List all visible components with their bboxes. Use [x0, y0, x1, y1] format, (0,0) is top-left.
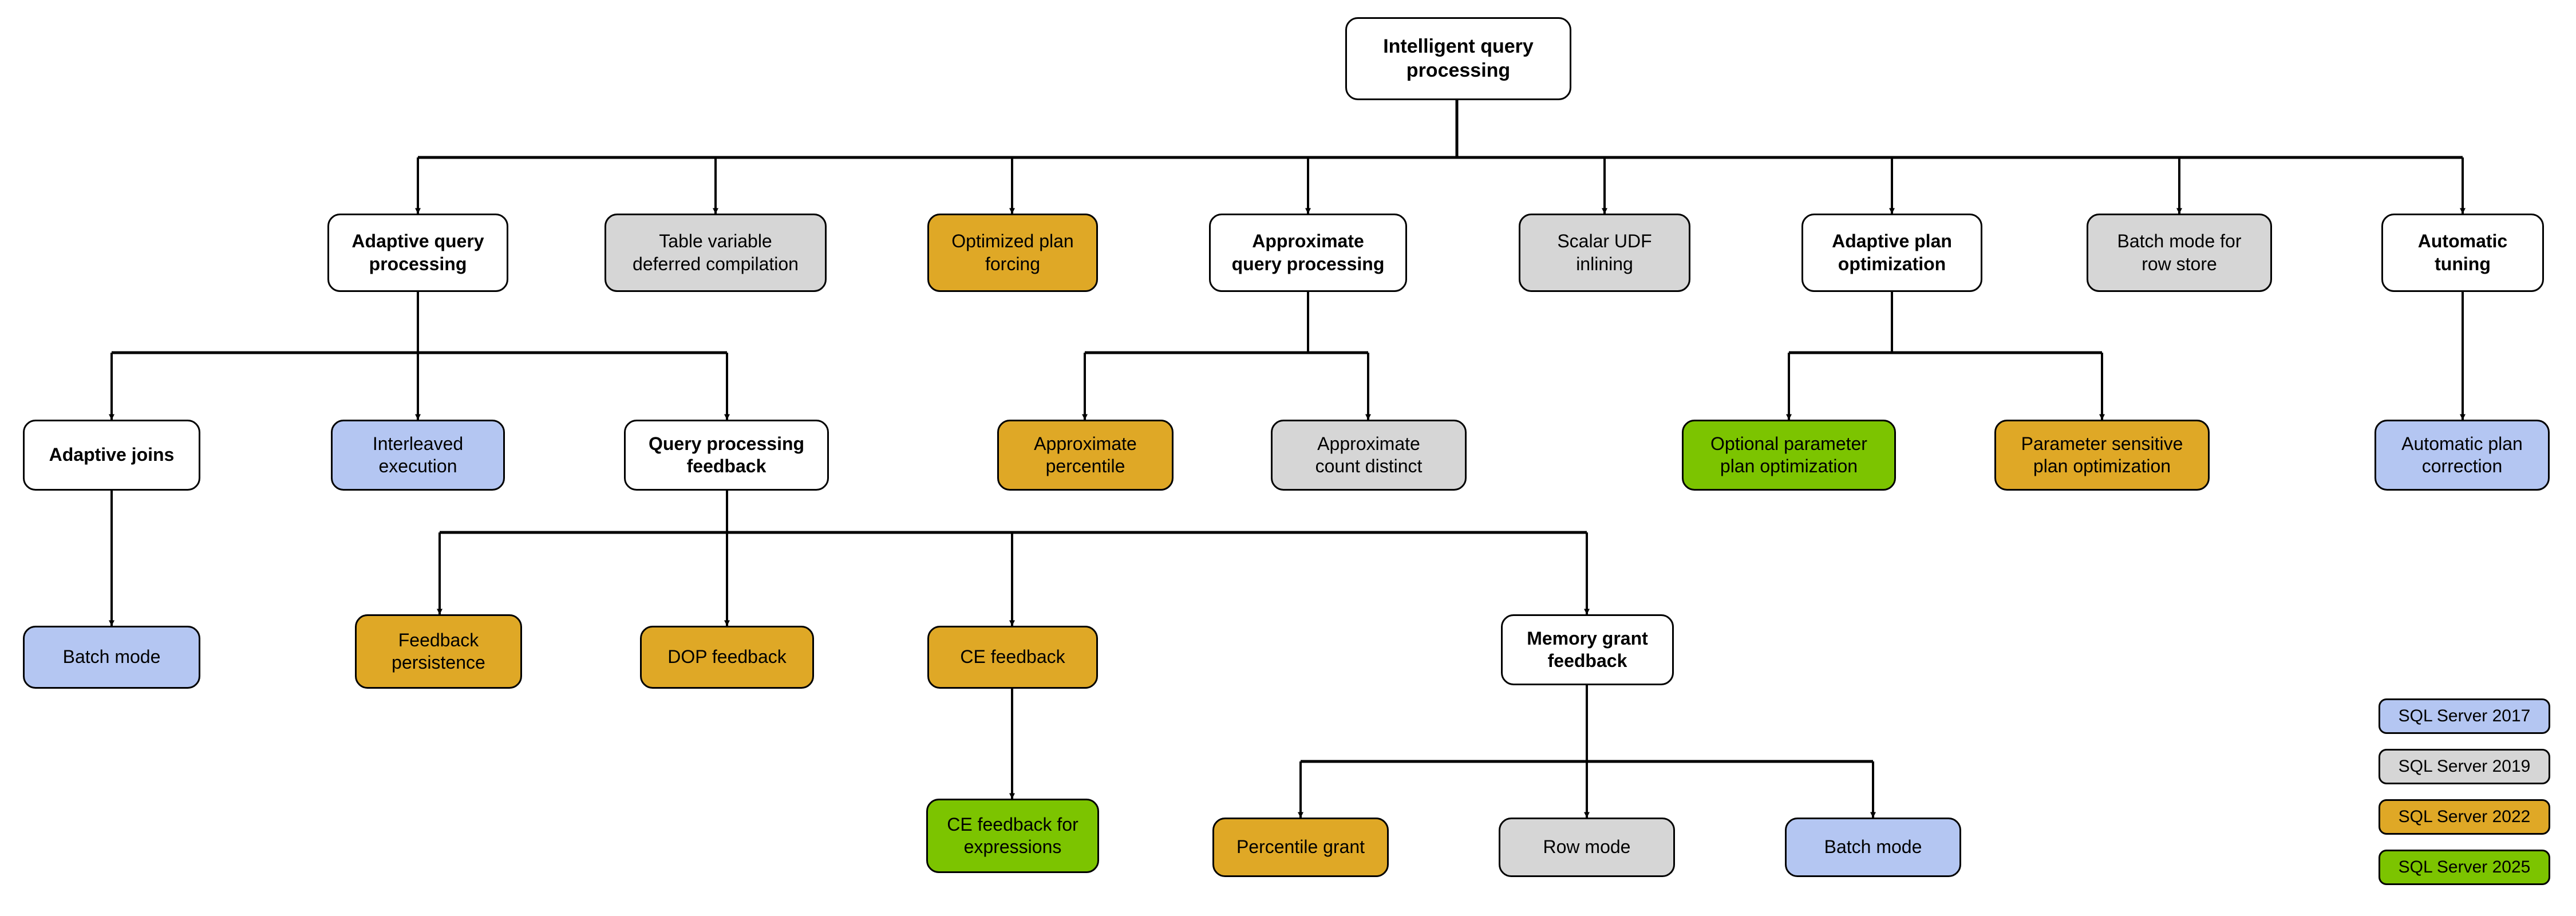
node-interleaved-execution[interactable]: Interleaved execution	[331, 420, 505, 491]
node-adaptive-query-processing[interactable]: Adaptive query processing	[327, 214, 508, 292]
node-approximate-count-distinct[interactable]: Approximate count distinct	[1271, 420, 1467, 491]
node-ce-feedback-for-expressions[interactable]: CE feedback for expressions	[926, 799, 1099, 873]
node-approximate-query-processing[interactable]: Approximate query processing	[1209, 214, 1407, 292]
node-label: Optional parameter plan optimization	[1710, 433, 1867, 476]
legend-item-sql-server-2017[interactable]: SQL Server 2017	[2379, 698, 2550, 734]
node-table-variable-deferred-compilation[interactable]: Table variable deferred compilation	[605, 214, 827, 292]
legend-label: SQL Server 2025	[2398, 858, 2531, 876]
node-label: Memory grant feedback	[1527, 627, 1648, 671]
node-label: Approximate count distinct	[1315, 433, 1423, 476]
node-intelligent-query-processing[interactable]: Intelligent query processing	[1345, 17, 1571, 100]
node-label: Percentile grant	[1236, 836, 1365, 858]
node-memory-grant-feedback[interactable]: Memory grant feedback	[1501, 614, 1674, 685]
node-label: Approximate query processing	[1231, 231, 1385, 274]
node-automatic-plan-correction[interactable]: Automatic plan correction	[2374, 420, 2550, 491]
node-label: Batch mode	[62, 646, 161, 668]
node-label: Feedback persistence	[392, 629, 485, 673]
node-ce-feedback[interactable]: CE feedback	[927, 626, 1098, 689]
node-automatic-tuning[interactable]: Automatic tuning	[2381, 214, 2544, 292]
node-query-processing-feedback[interactable]: Query processing feedback	[624, 420, 829, 491]
node-label: CE feedback	[960, 646, 1065, 668]
legend-label: SQL Server 2017	[2398, 706, 2531, 725]
legend-item-sql-server-2022[interactable]: SQL Server 2022	[2379, 799, 2550, 835]
node-optional-parameter-plan-optimization[interactable]: Optional parameter plan optimization	[1682, 420, 1896, 491]
node-label: Automatic tuning	[2417, 231, 2508, 274]
node-label: Adaptive plan optimization	[1832, 231, 1952, 274]
node-batch-mode-for-row-store[interactable]: Batch mode for row store	[2087, 214, 2272, 292]
node-label: Interleaved execution	[372, 433, 464, 476]
node-approximate-percentile[interactable]: Approximate percentile	[997, 420, 1174, 491]
legend-item-sql-server-2025[interactable]: SQL Server 2025	[2379, 850, 2550, 885]
node-label: Adaptive query processing	[351, 231, 484, 274]
node-feedback-persistence[interactable]: Feedback persistence	[355, 614, 522, 689]
legend-label: SQL Server 2022	[2398, 807, 2531, 826]
node-label: Optimized plan forcing	[951, 231, 1074, 274]
node-label: Adaptive joins	[49, 444, 175, 465]
node-adaptive-joins[interactable]: Adaptive joins	[23, 420, 200, 491]
node-label: Intelligent query processing	[1383, 35, 1534, 81]
node-label: Table variable deferred compilation	[633, 231, 799, 274]
node-label: Batch mode for row store	[2117, 231, 2242, 274]
node-label: Query processing feedback	[648, 433, 805, 476]
legend-item-sql-server-2019[interactable]: SQL Server 2019	[2379, 749, 2550, 784]
legend-label: SQL Server 2019	[2398, 757, 2531, 776]
node-label: Scalar UDF inlining	[1557, 231, 1652, 274]
node-optimized-plan-forcing[interactable]: Optimized plan forcing	[927, 214, 1098, 292]
node-label: Row mode	[1543, 836, 1631, 858]
node-label: Approximate percentile	[1034, 433, 1137, 476]
node-label: DOP feedback	[667, 646, 787, 668]
node-batch-mode-adaptive-joins[interactable]: Batch mode	[23, 626, 200, 689]
node-batch-mode-memory-grant[interactable]: Batch mode	[1785, 818, 1961, 877]
node-label: Parameter sensitive plan optimization	[2021, 433, 2183, 476]
node-scalar-udf-inlining[interactable]: Scalar UDF inlining	[1519, 214, 1690, 292]
node-label: CE feedback for expressions	[947, 814, 1078, 857]
node-label: Batch mode	[1824, 836, 1922, 858]
node-dop-feedback[interactable]: DOP feedback	[640, 626, 814, 689]
node-percentile-grant[interactable]: Percentile grant	[1212, 818, 1389, 877]
node-parameter-sensitive-plan-optimization[interactable]: Parameter sensitive plan optimization	[1994, 420, 2210, 491]
node-adaptive-plan-optimization[interactable]: Adaptive plan optimization	[1801, 214, 1982, 292]
node-label: Automatic plan correction	[2401, 433, 2523, 476]
node-row-mode[interactable]: Row mode	[1499, 818, 1675, 877]
